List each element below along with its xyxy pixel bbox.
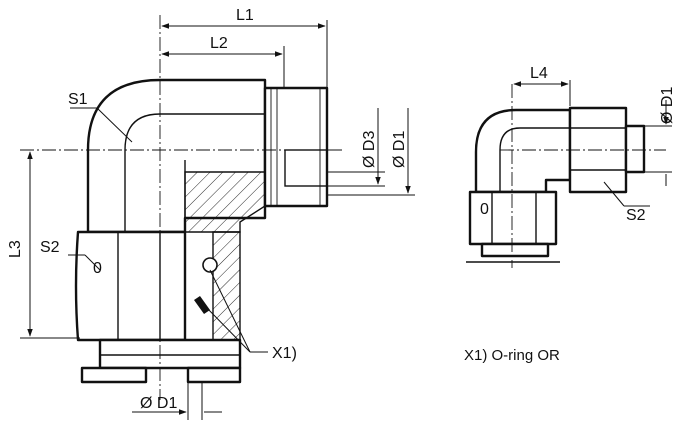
right-view: L4 Ø D1 S2 0 [466,65,676,268]
nut-mark-right: 0 [480,201,489,218]
label-d1-right: Ø D1 [659,87,676,124]
label-l3: L3 [7,240,24,258]
section-hatch [184,171,266,233]
label-s2-left: S2 [40,239,60,256]
label-s2-right: S2 [626,207,646,224]
thread-stud [263,86,329,208]
o-ring [202,257,218,273]
label-d1-bottom: Ø D1 [140,395,177,412]
swivel-nut [74,230,187,342]
label-l1: L1 [236,7,254,24]
label-x1: X1) [272,345,297,362]
label-l4: L4 [530,65,548,82]
label-d3: Ø D3 [361,131,378,168]
label-s1: S1 [68,91,88,108]
label-d1-top: Ø D1 [391,131,408,168]
footnote: X1) O-ring OR [464,347,560,364]
left-view: L1 L2 L3 S1 S2 Ø D3 Ø D1 Ø D1 X1) 0 [7,7,415,420]
label-l2: L2 [210,35,228,52]
nut-mark-left: 0 [93,260,102,277]
